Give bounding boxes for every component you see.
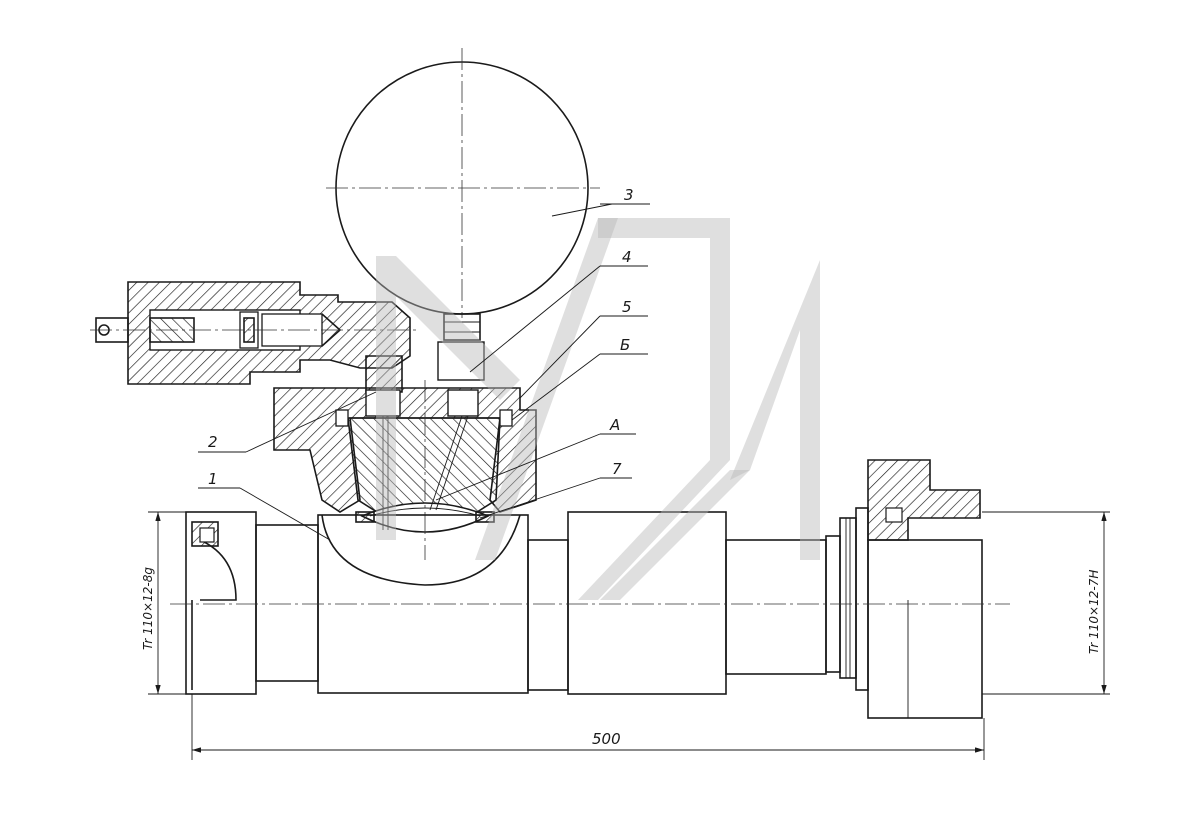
pressure-gauge (326, 48, 600, 341)
dimension-left-thread: Tr 110×12-8g (141, 567, 155, 650)
callout-b: Б (620, 336, 630, 354)
callout-7: 7 (612, 460, 622, 478)
hydraulic-fitting (90, 281, 420, 393)
callout-3: 3 (624, 186, 634, 204)
callouts: 3 4 5 Б А 7 2 1 (198, 186, 650, 541)
pipe-body (170, 459, 1010, 719)
watermark-logo (376, 218, 820, 600)
dimension-overall-length: 500 (592, 730, 621, 748)
callout-5: 5 (622, 298, 632, 316)
callout-1: 1 (208, 470, 218, 488)
callout-2: 2 (208, 433, 218, 451)
dimension-right-thread: Tr 110×12-7H (1087, 570, 1101, 654)
dimensions: 500 Tr 110×12-8g Tr 110×12-7H (141, 511, 1110, 760)
callout-a: А (609, 416, 620, 434)
callout-4: 4 (622, 248, 632, 266)
